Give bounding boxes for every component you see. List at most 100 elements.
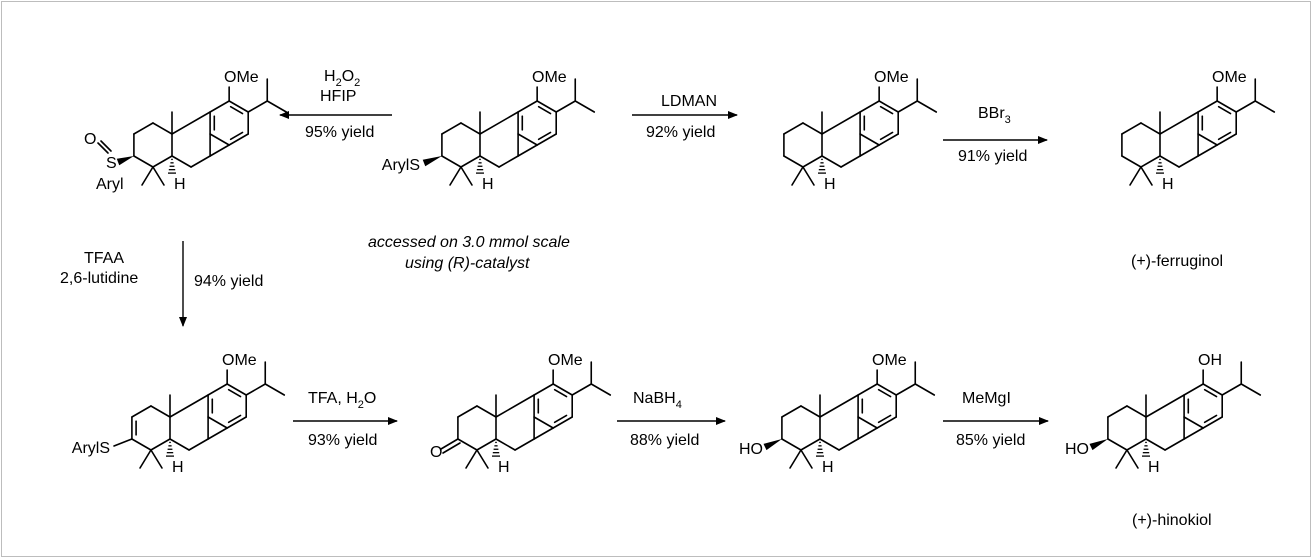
bond bbox=[188, 438, 209, 451]
bond bbox=[209, 100, 230, 113]
yield-hydrolysis: 93% yield bbox=[308, 432, 377, 449]
gem-methyl bbox=[460, 166, 473, 186]
h-atom: H bbox=[498, 459, 510, 476]
oxygen-label: O bbox=[430, 444, 442, 461]
bond bbox=[533, 383, 554, 396]
double-bond bbox=[1217, 131, 1232, 141]
reagent-hfip: HFIP bbox=[320, 88, 356, 105]
bond bbox=[209, 133, 230, 146]
bond bbox=[169, 394, 209, 418]
double-bond bbox=[227, 388, 242, 398]
stereo-wedge bbox=[116, 156, 134, 166]
double-bond bbox=[879, 131, 894, 141]
bond bbox=[479, 155, 500, 168]
gem-methyl bbox=[152, 166, 165, 186]
double-bond bbox=[1203, 388, 1218, 398]
bond bbox=[878, 133, 900, 146]
bond bbox=[876, 383, 898, 396]
bond bbox=[441, 122, 462, 135]
isopropyl bbox=[1221, 383, 1243, 396]
bond bbox=[1164, 438, 1185, 451]
bond bbox=[1126, 438, 1147, 451]
thio-bond bbox=[113, 438, 133, 447]
bond bbox=[171, 155, 192, 168]
bond bbox=[476, 405, 497, 418]
methoxy-label: OMe bbox=[548, 352, 583, 369]
bond bbox=[460, 155, 481, 168]
bond bbox=[533, 427, 554, 440]
carbonyl-bond bbox=[440, 438, 459, 450]
bond bbox=[228, 100, 249, 113]
gem-methyl bbox=[465, 449, 478, 469]
double-bond bbox=[553, 414, 568, 424]
bond bbox=[1159, 111, 1199, 135]
bond bbox=[857, 383, 878, 396]
bond bbox=[517, 133, 538, 146]
bond bbox=[857, 416, 878, 429]
bond bbox=[169, 438, 190, 451]
double-bond bbox=[879, 105, 894, 115]
hydroxyl-label: HO bbox=[1065, 441, 1089, 458]
bond bbox=[840, 155, 861, 168]
bond bbox=[460, 122, 481, 135]
bond bbox=[133, 122, 154, 135]
isopropyl bbox=[1254, 100, 1276, 113]
yield-bbr3: 91% yield bbox=[958, 148, 1027, 165]
double-bond bbox=[229, 131, 244, 141]
methoxy-label: OMe bbox=[224, 69, 259, 86]
bond bbox=[802, 155, 823, 168]
bond bbox=[819, 394, 859, 418]
isopropyl bbox=[916, 100, 938, 113]
yield-oxidation: 95% yield bbox=[305, 124, 374, 141]
bond bbox=[190, 155, 211, 168]
isopropyl bbox=[245, 383, 267, 396]
isopropyl bbox=[895, 383, 917, 396]
bond bbox=[1183, 383, 1204, 396]
gem-methyl bbox=[139, 449, 152, 469]
gem-methyl bbox=[791, 166, 804, 186]
bond bbox=[498, 155, 519, 168]
bond bbox=[859, 144, 880, 157]
bond bbox=[800, 405, 821, 418]
bond bbox=[1107, 405, 1128, 418]
bond bbox=[838, 438, 859, 451]
stereo-wedge bbox=[422, 156, 442, 167]
gem-methyl bbox=[1140, 166, 1153, 186]
bond bbox=[781, 438, 802, 451]
bond bbox=[131, 438, 152, 451]
bond bbox=[1197, 144, 1218, 157]
bond bbox=[552, 416, 574, 429]
bond bbox=[131, 405, 152, 418]
bond bbox=[781, 405, 802, 418]
bond bbox=[533, 416, 554, 429]
bond bbox=[876, 416, 898, 429]
h-atom: H bbox=[824, 176, 836, 193]
bond bbox=[207, 383, 228, 396]
bond bbox=[152, 122, 173, 135]
catalyst-note: using (R)-catalyst bbox=[405, 255, 530, 272]
gem-methyl bbox=[476, 449, 489, 469]
bond bbox=[800, 438, 821, 451]
gem-methyl bbox=[1126, 449, 1139, 469]
bond bbox=[1183, 416, 1204, 429]
methoxy-label: OMe bbox=[222, 352, 257, 369]
bond bbox=[514, 438, 535, 451]
arylthio-label: ArylS bbox=[382, 157, 420, 174]
h-atom: H bbox=[1162, 176, 1174, 193]
bond bbox=[150, 438, 171, 451]
methoxy-label: OMe bbox=[872, 352, 907, 369]
bond bbox=[209, 144, 230, 157]
hydroxyl-label: HO bbox=[739, 441, 763, 458]
bond bbox=[821, 111, 861, 135]
bond bbox=[152, 155, 173, 168]
reagent-h2o2: H2O2 bbox=[324, 68, 360, 89]
stereo-wedge bbox=[1089, 439, 1108, 451]
h-atom: H bbox=[174, 176, 186, 193]
bond bbox=[1107, 438, 1128, 451]
